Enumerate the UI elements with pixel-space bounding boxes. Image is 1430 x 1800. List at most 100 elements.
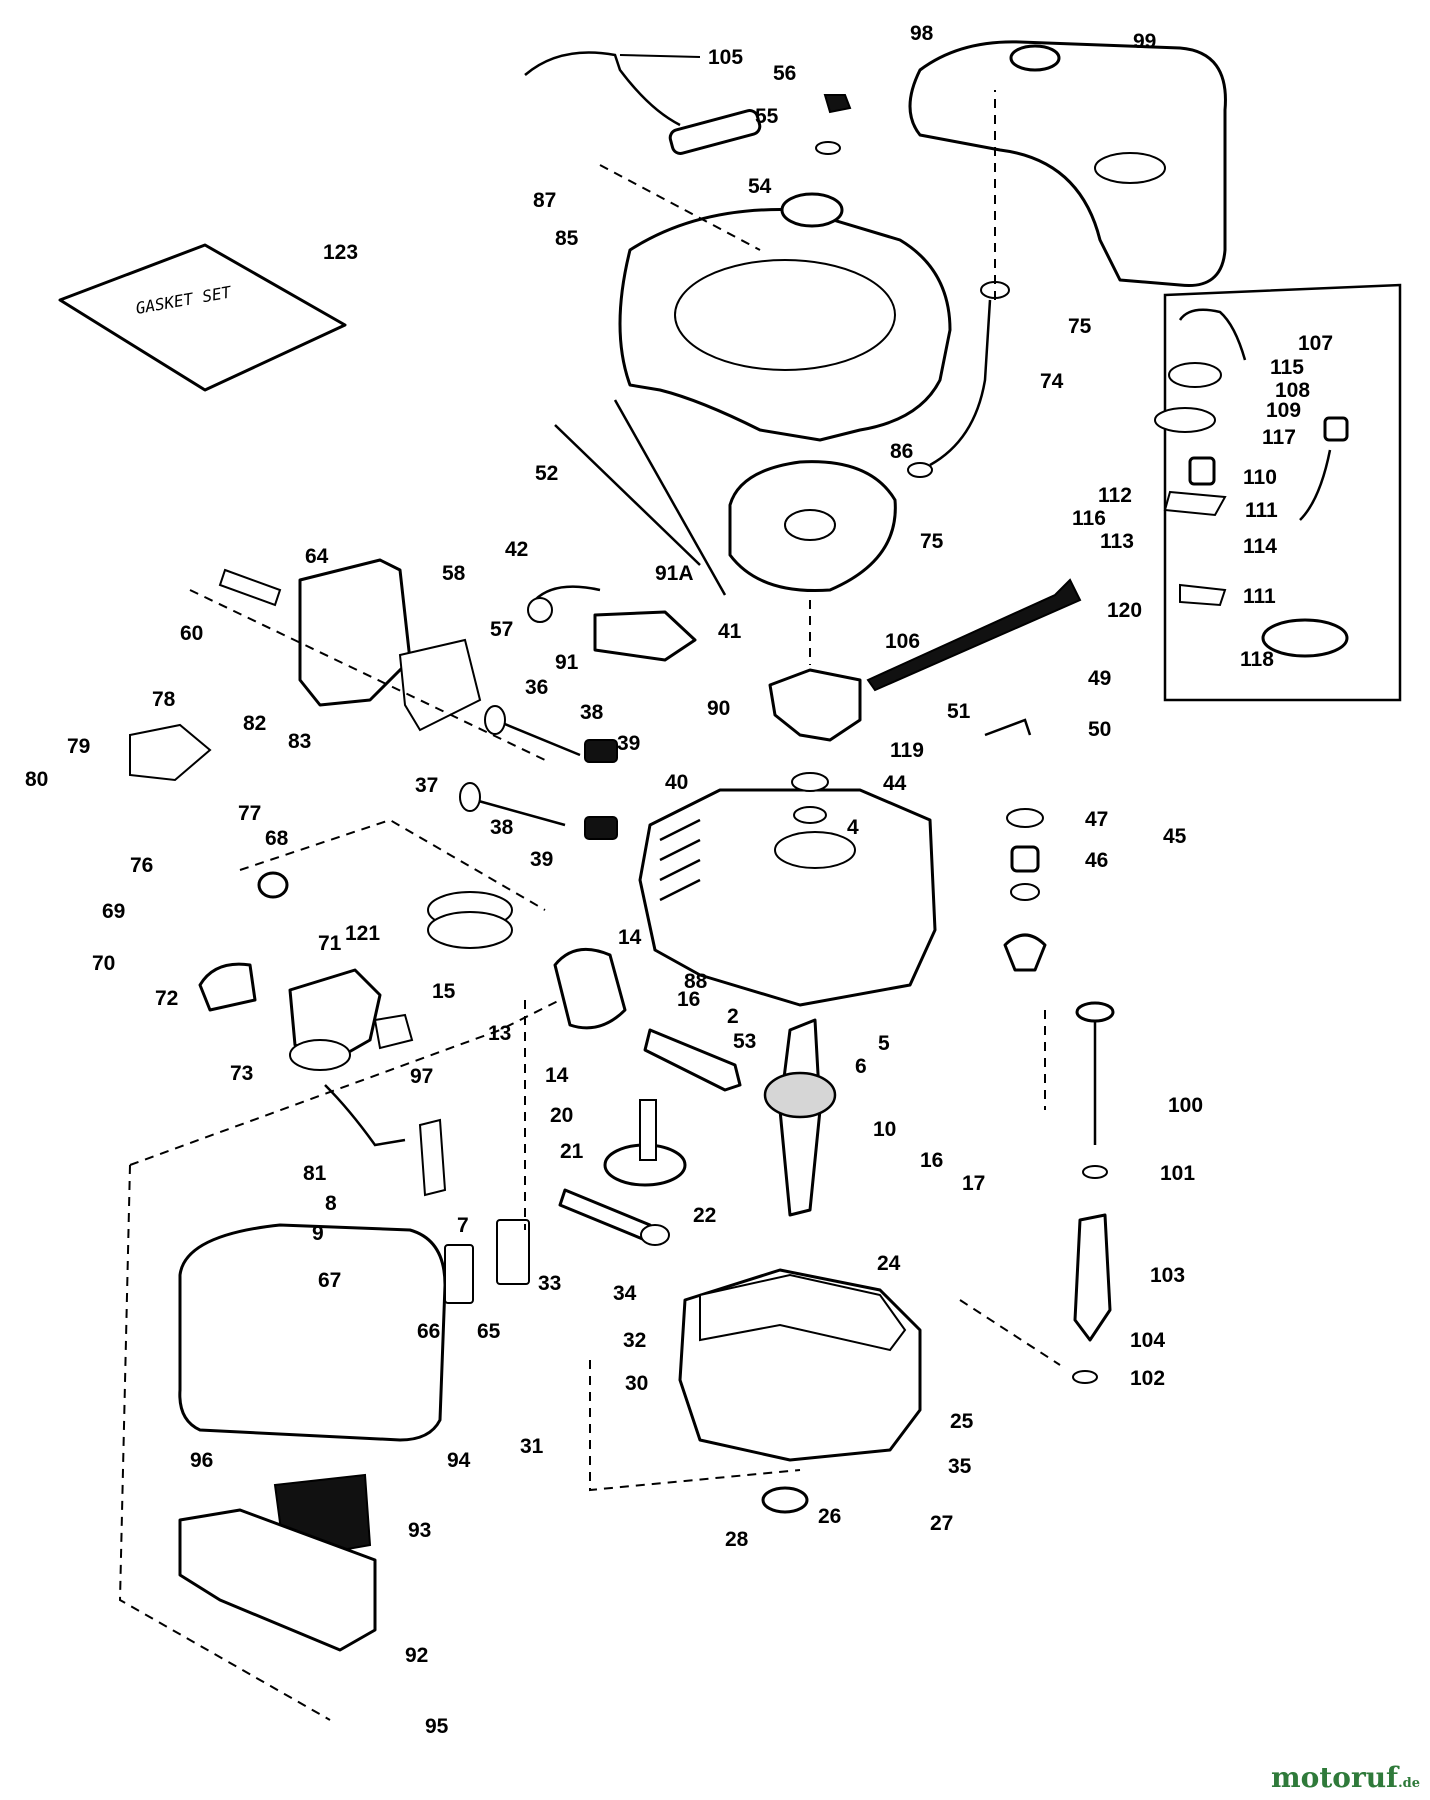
callout-94: 94 (447, 1449, 471, 1472)
callout-28: 28 (725, 1528, 749, 1551)
callout-121: 121 (345, 922, 380, 945)
bracket-111a (1163, 490, 1227, 517)
governor-22 (558, 1188, 652, 1242)
valve-head-37 (459, 782, 481, 812)
fuel-tank-part (908, 40, 1227, 288)
washer-55 (815, 141, 841, 155)
callout-75: 75 (920, 530, 944, 553)
carburetor-121 (288, 968, 382, 1062)
wire-117 (1299, 449, 1332, 521)
valve-head-36 (484, 705, 506, 735)
callout-81: 81 (303, 1162, 327, 1185)
callout-113: 113 (1100, 530, 1134, 553)
callout-77: 77 (238, 802, 261, 825)
callout-47: 47 (1085, 808, 1108, 831)
callout-34: 34 (613, 1282, 637, 1305)
callout-8: 8 (325, 1192, 337, 1215)
callout-80: 80 (25, 768, 48, 791)
callout-115: 115 (1270, 356, 1304, 379)
callout-109: 109 (1266, 399, 1301, 422)
callout-88: 88 (684, 970, 708, 993)
callout-92: 92 (405, 1644, 428, 1667)
callout-42: 42 (505, 538, 528, 561)
connecting-rod-part (643, 1028, 742, 1092)
alignment-line (129, 999, 561, 1166)
callout-labels: 105 98 99 56 55 54 87 85 123 75 74 107 1… (25, 22, 1333, 1738)
callout-74: 74 (1040, 370, 1064, 393)
callout-107: 107 (1298, 332, 1333, 355)
callout-91A: 91A (655, 562, 694, 585)
governor-ring-22 (640, 1224, 670, 1246)
callout-41: 41 (718, 620, 742, 643)
starter-handle-part (668, 109, 762, 155)
callout-82: 82 (243, 712, 266, 735)
callout-50: 50 (1088, 718, 1111, 741)
callout-9: 9 (312, 1222, 324, 1245)
head-gasket-part (398, 638, 482, 732)
alignment-line (589, 1360, 801, 1492)
callout-83: 83 (288, 730, 311, 753)
callout-45: 45 (1163, 825, 1187, 848)
valve-36 (494, 718, 581, 757)
watermark-brand: motoruf (1271, 1761, 1399, 1794)
callout-71: 71 (318, 932, 342, 955)
callout-75: 75 (1068, 315, 1092, 338)
callout-22: 22 (693, 1204, 716, 1227)
callout-64: 64 (305, 545, 329, 568)
control-wire-52b (613, 399, 727, 596)
callout-17: 17 (962, 1172, 985, 1195)
governor-link-81 (324, 1084, 406, 1147)
seal-4 (793, 806, 827, 824)
crank-counterweight (763, 1071, 837, 1119)
callout-27: 27 (930, 1512, 953, 1535)
flywheel-hub (784, 509, 836, 541)
callout-39: 39 (617, 732, 640, 755)
callout-106: 106 (885, 630, 920, 653)
callout-67: 67 (318, 1269, 341, 1292)
callout-112: 112 (1098, 484, 1132, 507)
spark-plug-part (218, 568, 282, 607)
callout-111: 111 (1245, 499, 1278, 522)
oil-fill-tube-104 (1073, 1213, 1112, 1342)
alignment-line (189, 589, 546, 761)
callout-44: 44 (883, 772, 907, 795)
oil-seal-28 (761, 1486, 809, 1514)
starter-rope-part (524, 51, 681, 127)
sump-gasket-24 (699, 1273, 907, 1352)
callout-103: 103 (1150, 1264, 1185, 1287)
callout-32: 32 (623, 1329, 646, 1352)
cylinder-bore (774, 831, 856, 869)
callout-104: 104 (1130, 1329, 1165, 1352)
piston-rings-15b (427, 911, 513, 949)
air-cleaner-cover-94 (178, 1223, 447, 1442)
piston-part (553, 947, 627, 1030)
fuel-line-50 (984, 718, 1032, 737)
ignition-detail-arrow (866, 578, 1082, 692)
fuel-tank-opening (1094, 152, 1166, 184)
control-bracket-77 (129, 723, 212, 782)
alignment-line (959, 1299, 1061, 1366)
ignition-wire-42 (534, 585, 601, 601)
alignment-line (599, 164, 761, 251)
air-cleaner-body-92 (178, 1508, 377, 1652)
callout-37: 37 (415, 774, 438, 797)
breather-66 (444, 1244, 474, 1304)
callout-101: 101 (1160, 1162, 1195, 1185)
callout-52: 52 (535, 462, 558, 485)
pump-body-46 (1010, 845, 1040, 873)
callout-68: 68 (265, 827, 289, 850)
callout-65: 65 (477, 1320, 501, 1343)
breather-65 (496, 1219, 530, 1285)
callout-116: 116 (1072, 507, 1106, 530)
spark-plug-boot-42 (527, 597, 553, 623)
bracket-111b (1179, 583, 1227, 607)
callout-118: 118 (1240, 648, 1274, 671)
primer-bulb-45 (1003, 933, 1047, 972)
callout-93: 93 (408, 1519, 431, 1542)
callout-14: 14 (545, 1064, 569, 1087)
wire-107 (1178, 308, 1247, 361)
gasket-108 (1168, 362, 1222, 388)
spring-39a (584, 739, 618, 763)
callout-57: 57 (490, 618, 513, 641)
